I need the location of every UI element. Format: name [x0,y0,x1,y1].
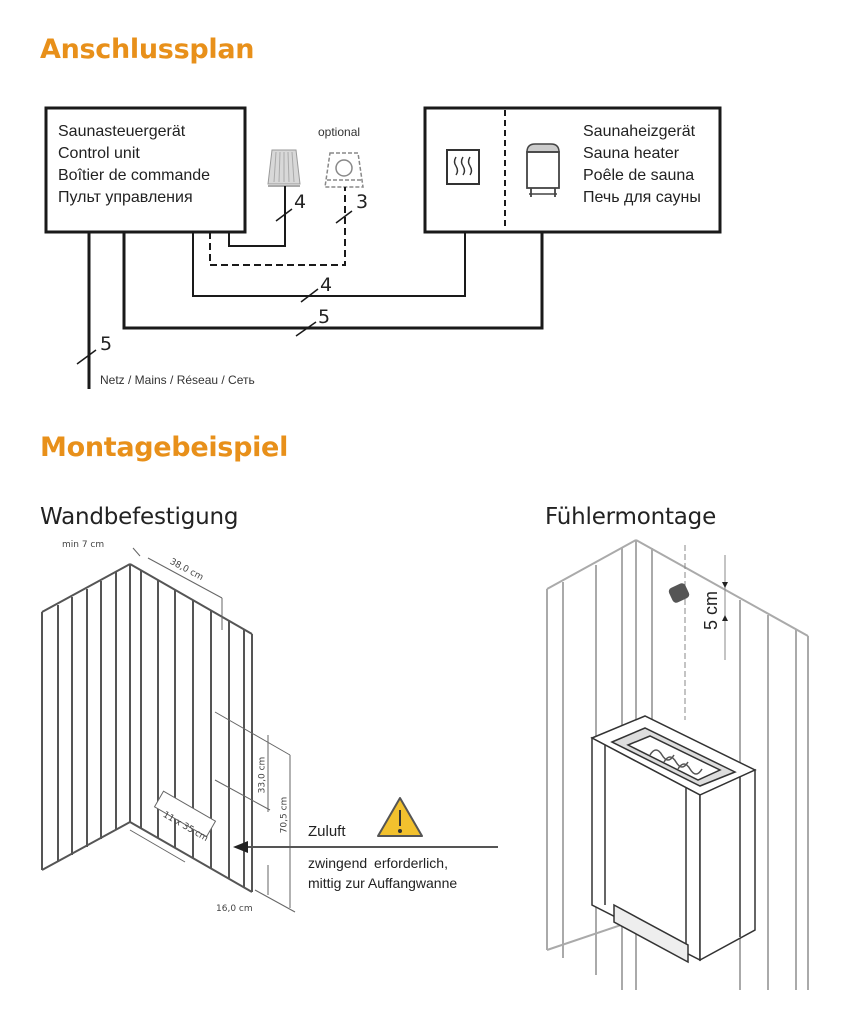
warning-icon [377,797,423,837]
control-unit-label-de: Saunasteuergerät [58,123,186,140]
humidity-sensor-icon [324,152,364,188]
control-unit-label-en: Control unit [58,145,140,162]
heater-label-en: Sauna heater [583,145,680,162]
vent-box [153,790,217,838]
control-unit-label-fr: Boîtier de commande [58,167,211,184]
min-clearance-line [132,547,141,557]
air-intake-label: Zuluft [308,823,346,840]
temperature-sensor-icon [267,149,301,187]
mains-wire-count: 5 [100,333,112,355]
mains-label: Netz / Mains / Réseau / Сеть [100,373,255,387]
optional-label: optional [318,125,361,139]
height-ref-line-1 [214,711,291,756]
heater-label-ru: Печь для сауны [583,189,701,206]
optional-wire-count: 3 [356,191,368,213]
signal-wire [192,232,466,297]
air-intake-note-1: zwingend erforderlich, [308,855,448,871]
width-dim-line [147,557,223,599]
heater-label-de: Saunaheizgerät [583,123,696,140]
sensor-mounting-title: Fühlermontage [545,504,717,530]
signal-wire-count: 4 [320,274,332,296]
wall-mounting-title: Wandbefestigung [40,504,239,530]
air-intake-arrowhead [233,841,248,853]
sauna-stove-icon [526,143,560,197]
power-wire [122,232,544,330]
control-unit-box [44,106,247,234]
heater-label-fr: Poêle de sauna [583,167,695,184]
optional-sensor-wire [209,187,346,266]
air-intake-note-2: mittig zur Auffangwanne [308,875,458,891]
control-unit-label-ru: Пульт управления [58,189,193,206]
power-wire-count: 5 [318,306,330,328]
connection-plan-title: Anschlussplan [40,34,255,65]
floor-clearance-label: 16,0 cm [216,904,253,914]
mounting-example-title: Montagebeispiel [40,432,289,463]
heating-element-coils [649,749,703,775]
min-clearance-dim: min 7 cm [62,540,105,550]
heating-element-icon [446,149,480,185]
heater-box [423,106,722,234]
left-wall [41,563,131,871]
sensor-wire-count: 4 [294,191,306,213]
wiring-diagram: 4 3 4 5 5 [44,106,722,389]
sensor-wire [228,186,286,247]
temperature-sensor-icon [668,583,690,603]
sensor-distance-label: 5 cm [701,590,721,630]
sauna-heater [590,715,757,964]
